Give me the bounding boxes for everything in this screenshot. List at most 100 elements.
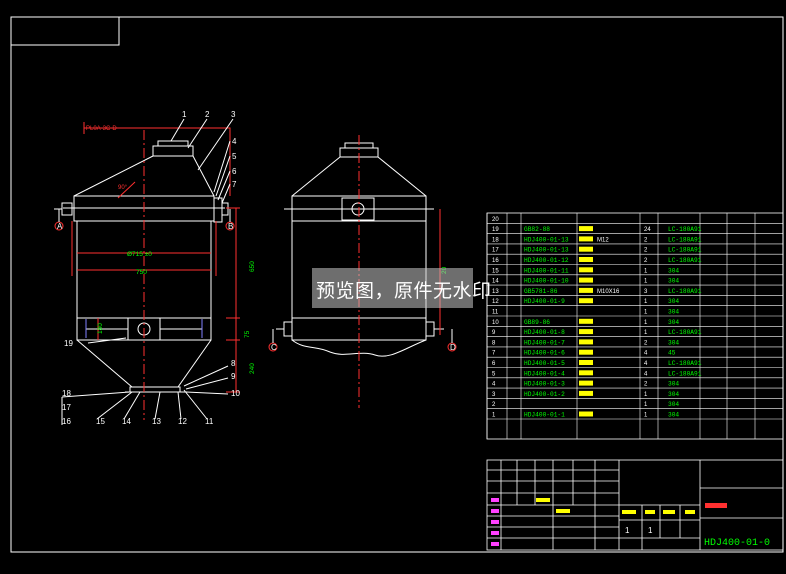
nozzle-b-label: B — [228, 222, 233, 231]
nozzle-d-label: D — [450, 343, 456, 352]
bom-no: 11 — [492, 310, 499, 316]
bom-no: 17 — [492, 248, 499, 254]
bom-code: GB82-88 — [524, 226, 550, 233]
bom-code: GB5781-86 — [524, 288, 558, 295]
bom-no: 4 — [492, 382, 496, 388]
bom-code: HDJ400-01-7 — [524, 339, 565, 346]
title-yellow-mark-5 — [536, 498, 550, 502]
bom-no: 14 — [492, 279, 499, 285]
bom-name-mark — [579, 360, 593, 365]
bom-name-mark — [579, 329, 593, 335]
callout-17: 17 — [62, 403, 71, 412]
callout-6: 6 — [232, 167, 237, 176]
bom-qty: 1 — [644, 268, 648, 274]
bom-name: M10X16 — [597, 289, 620, 295]
nozzle-a-label: A — [57, 222, 63, 231]
dim-band-height: 180 — [97, 323, 104, 334]
bom-mat: LC-180A91 — [668, 360, 702, 367]
dim-height-lower: 240 — [249, 363, 256, 374]
bom-no: 15 — [492, 268, 499, 274]
callout-5: 5 — [232, 152, 237, 161]
bom-qty: 2 — [644, 237, 648, 243]
sheet-value: 1 — [625, 526, 630, 535]
title-mag-mark — [491, 498, 499, 502]
bom-code: GB89-86 — [524, 319, 550, 326]
bom-no: 7 — [492, 351, 496, 357]
side-vessel-view — [268, 135, 457, 408]
bom-no: 10 — [492, 320, 499, 326]
bom-qty: 1 — [644, 320, 648, 326]
title-mag-mark-5 — [491, 542, 499, 546]
bom-name-mark — [579, 236, 593, 242]
main-vessel-labels: PL0A-3C-D 90° Ø715 ±0 750 650 75 240 180… — [57, 110, 256, 426]
bom-code: HDJ400-01-3 — [524, 381, 565, 388]
bom-no: 16 — [492, 258, 499, 264]
bom-code: HDJ400-01-5 — [524, 360, 565, 367]
callout-16: 16 — [62, 417, 71, 426]
bom-qty: 2 — [644, 258, 648, 264]
bom-code: HDJ400-01-8 — [524, 329, 565, 336]
bom-mat: 304 — [668, 319, 679, 326]
callout-3: 3 — [231, 110, 236, 119]
bom-mat: LC-180A91 — [668, 236, 702, 243]
bom-code: HDJ400-01-2 — [524, 391, 565, 398]
bom-qty: 1 — [644, 402, 648, 408]
callout-15: 15 — [96, 417, 105, 426]
bom-mat: LC-180A91 — [668, 288, 702, 295]
bom-name-mark — [579, 318, 593, 324]
title-mag-mark-2 — [491, 509, 499, 513]
bom-mat: 304 — [668, 339, 679, 346]
bom-code: HDJ400-01-13 — [524, 247, 569, 254]
bom-code: HDJ400-01-6 — [524, 350, 565, 357]
bom-no: 20 — [492, 217, 499, 223]
bom-code: HDJ400-01-12 — [524, 257, 569, 264]
dim-inner-diameter: Ø715 ±0 — [127, 251, 152, 258]
bom-code: HDJ400-01-10 — [524, 278, 569, 285]
bom-qty: 2 — [644, 248, 648, 254]
dim-height-upper: 650 — [249, 261, 256, 272]
callout-8: 8 — [231, 359, 236, 368]
bom-qty: 4 — [644, 351, 648, 357]
bom-code: HDJ400-01-13 — [524, 236, 569, 243]
bom-qty: 4 — [644, 371, 648, 377]
title-block-labels: 1 1 HDJ400-01-0 — [491, 498, 770, 549]
bom-name-mark — [579, 380, 593, 386]
bom-qty: 1 — [644, 413, 648, 419]
bom-name-mark — [579, 267, 593, 273]
bom-qty: 1 — [644, 279, 648, 285]
bom-name: M12 — [597, 237, 609, 243]
bom-mat: LC-180A91 — [668, 329, 702, 336]
callout-7: 7 — [232, 180, 237, 189]
bom-no: 1 — [492, 413, 496, 419]
callout-9: 9 — [231, 372, 236, 381]
bom-no: 19 — [492, 227, 499, 233]
bom-name-mark — [579, 339, 593, 345]
flange-note: PL0A-3C-D — [86, 126, 117, 132]
bom-qty: 4 — [644, 361, 648, 367]
bom-name-mark — [579, 287, 593, 293]
title-yellow-mark-3 — [663, 510, 675, 514]
bom-no: 5 — [492, 371, 496, 377]
bom-name-mark — [579, 226, 593, 232]
callout-2: 2 — [205, 110, 210, 119]
bom-name-mark — [579, 390, 593, 396]
bom-qty: 1 — [644, 310, 648, 316]
bom-no: 3 — [492, 392, 496, 398]
dim-outer-width: 750 — [136, 269, 147, 276]
bom-name-mark — [579, 370, 593, 376]
nozzle-c-label: C — [271, 343, 277, 352]
bom-name-mark — [579, 257, 593, 262]
dim-height-mid: 75 — [244, 330, 251, 338]
bom-mat: 304 — [668, 267, 679, 274]
bom-mat: 304 — [668, 278, 679, 285]
bom-mat: 304 — [668, 391, 679, 398]
bom-qty: 2 — [644, 382, 648, 388]
bom-mat: 304 — [668, 412, 679, 419]
bom-no: 8 — [492, 340, 496, 346]
bom-mat: LC-180A91 — [668, 370, 702, 377]
bom-name-mark — [579, 277, 593, 283]
watermark-text: 预览图，原件无水印 — [316, 280, 492, 302]
main-vessel-view — [54, 118, 240, 425]
